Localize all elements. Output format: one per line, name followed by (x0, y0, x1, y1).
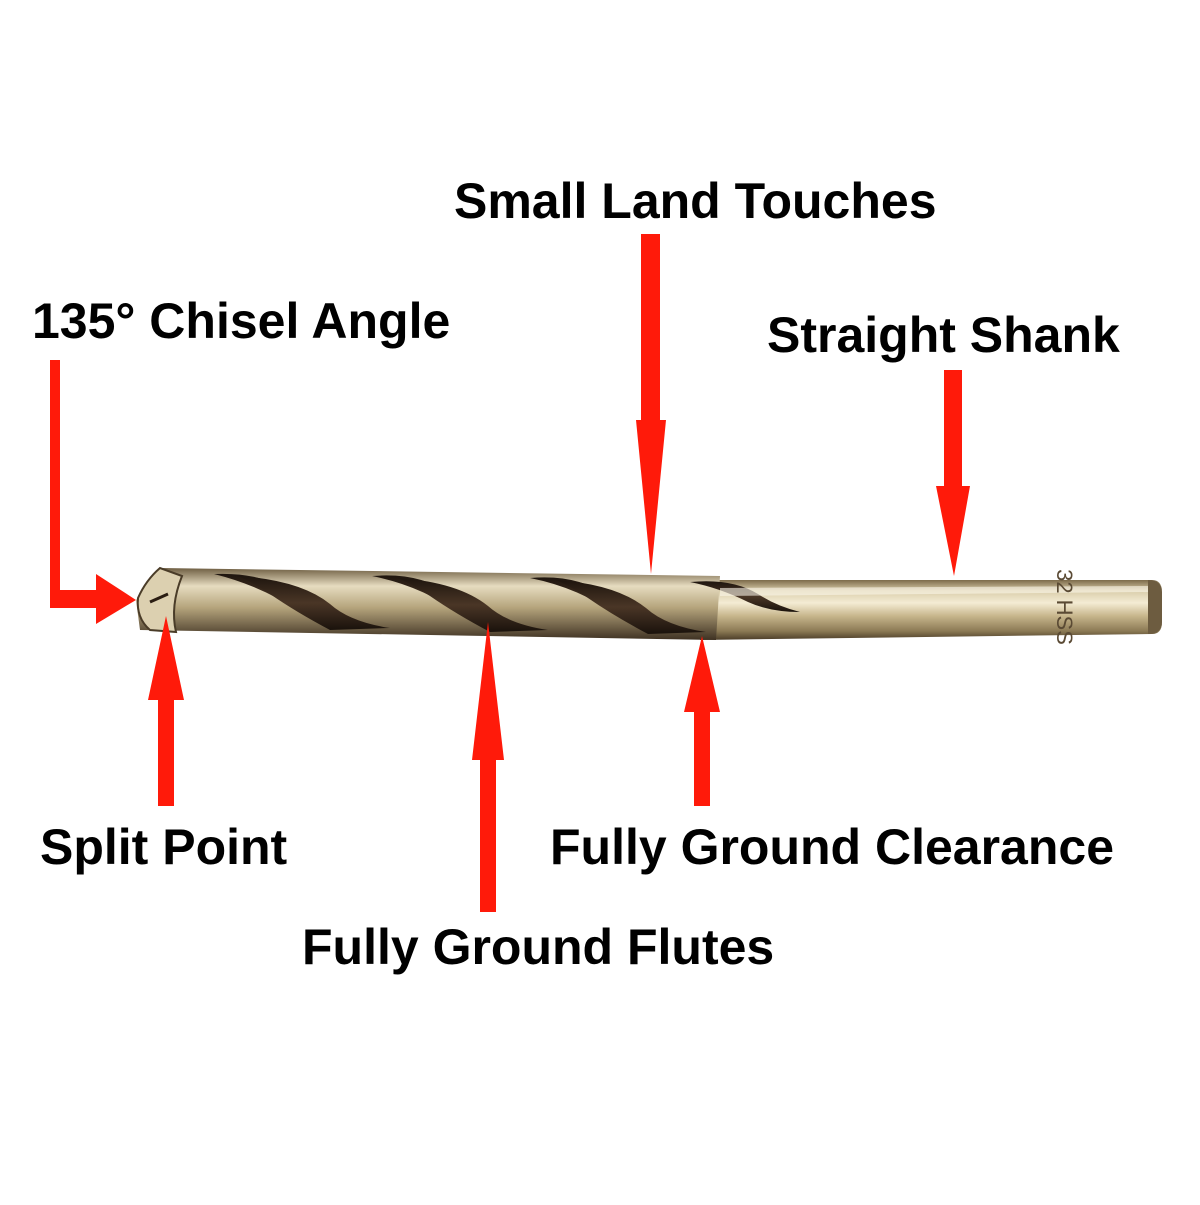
split-point-arrow (148, 616, 184, 806)
shank-marking: 32 HSS (1052, 569, 1077, 645)
label-split-point: Split Point (40, 819, 288, 875)
straight-shank-arrow (936, 370, 970, 576)
small-land-arrow (636, 234, 666, 574)
chisel-angle-arrow (50, 360, 136, 624)
label-straight-shank: Straight Shank (767, 307, 1120, 363)
label-chisel-angle: 135° Chisel Angle (32, 293, 451, 349)
fully-ground-clearance-arrow (684, 636, 720, 806)
drill-tip (136, 566, 184, 634)
arrows (50, 234, 970, 912)
label-fully-ground-clearance: Fully Ground Clearance (550, 819, 1115, 875)
label-fully-ground-flutes: Fully Ground Flutes (302, 919, 775, 975)
drill-shank-end (1148, 580, 1162, 634)
drill-highlight (720, 586, 1150, 596)
label-small-land-touches: Small Land Touches (454, 173, 937, 229)
drill-bit: 32 HSS (136, 566, 1162, 645)
fully-ground-flutes-arrow (472, 622, 504, 912)
drill-flutes (214, 573, 800, 634)
